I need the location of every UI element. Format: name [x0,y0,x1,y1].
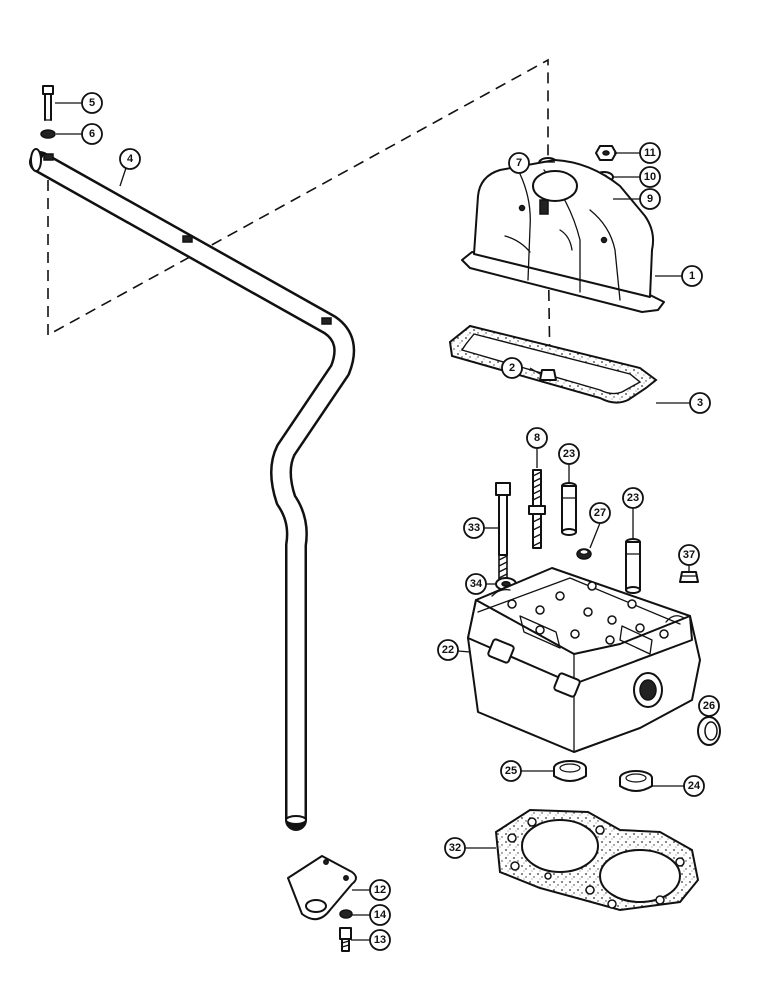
valve-guide-part-23-right [625,538,641,594]
callout-11: 11 [639,142,661,164]
svg-text:4: 4 [127,153,134,165]
callout-7: 7 [508,152,530,174]
svg-text:12: 12 [374,884,386,896]
callout-3: 3 [689,392,711,414]
washer-part-14 [339,909,353,919]
seal-part-27 [576,548,592,560]
callout-26: 26 [698,695,720,717]
callout-5: 5 [81,92,103,114]
svg-text:24: 24 [688,780,701,792]
callout-24: 24 [683,775,705,797]
bolt-part-5 [42,85,54,121]
svg-text:23: 23 [563,448,575,460]
valve-cover-part-1 [461,159,665,313]
washer-part-6 [40,129,56,139]
callout-33: 33 [463,517,485,539]
cylinder-head-part-22 [467,567,701,753]
callout-13: 13 [369,929,391,951]
callout-37: 37 [678,544,700,566]
seal-ring-part-26 [697,716,721,746]
insert-ring-part-24 [619,770,653,792]
svg-text:37: 37 [683,549,695,561]
svg-text:26: 26 [703,700,715,712]
plug-part-37 [679,571,699,583]
breather-tube [29,148,356,831]
svg-text:3: 3 [697,397,703,409]
cap-screw-part-13 [339,927,352,952]
leader-lines [55,102,710,941]
callout-23-right: 23 [622,487,644,509]
svg-text:2: 2 [509,362,515,374]
callout-6: 6 [81,123,103,145]
callout-9: 9 [639,188,661,210]
svg-text:9: 9 [647,193,653,205]
svg-text:10: 10 [644,171,656,183]
svg-text:33: 33 [468,522,480,534]
svg-text:22: 22 [442,644,454,656]
grommet-part-2 [539,369,557,381]
callout-2: 2 [501,357,523,379]
callout-25: 25 [500,760,522,782]
callout-23-left: 23 [558,443,580,465]
svg-text:27: 27 [594,507,606,519]
svg-text:13: 13 [374,934,386,946]
callout-22: 22 [437,639,459,661]
svg-text:1: 1 [689,270,695,282]
svg-text:11: 11 [644,147,656,159]
callout-32: 32 [444,837,466,859]
head-bolt-part-33 [495,482,511,584]
insert-ring-part-25 [553,760,587,782]
flange-plate-part-12 [287,855,357,921]
valve-guide-part-23-left [561,482,577,536]
svg-text:34: 34 [470,578,483,590]
callout-34: 34 [465,573,487,595]
svg-text:23: 23 [627,492,639,504]
callout-8: 8 [526,427,548,449]
svg-text:25: 25 [505,765,517,777]
callout-27: 27 [589,502,611,524]
callout-14: 14 [369,904,391,926]
callout-10: 10 [639,166,661,188]
svg-text:7: 7 [516,157,522,169]
callout-4: 4 [119,148,141,170]
svg-text:32: 32 [449,842,461,854]
nut-part-11 [595,145,617,161]
stud-part-8 [528,469,546,549]
svg-text:8: 8 [534,432,540,444]
callout-12: 12 [369,879,391,901]
callout-1: 1 [681,265,703,287]
svg-text:5: 5 [89,97,95,109]
svg-text:6: 6 [89,128,95,140]
head-gasket-part-32 [494,808,700,912]
gasket-part-3 [448,324,658,404]
svg-text:14: 14 [374,909,387,921]
